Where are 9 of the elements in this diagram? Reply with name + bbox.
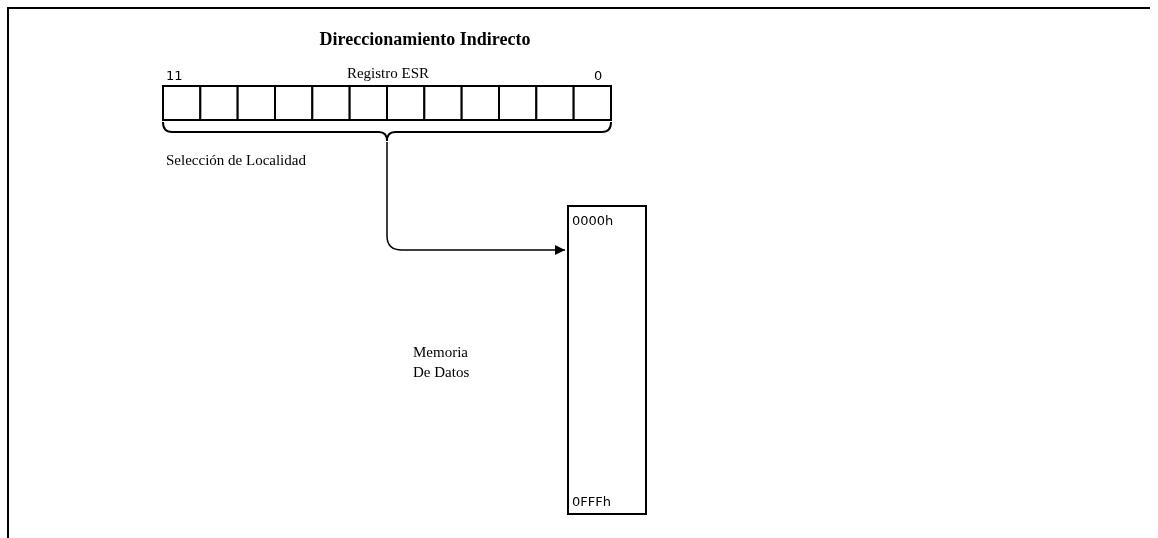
memory-address: 0FFFh bbox=[572, 494, 611, 509]
brace-label: Selección de Localidad bbox=[166, 151, 306, 170]
diagram-title: Direccionamiento Indirecto bbox=[318, 28, 532, 50]
memory-address: 0000h bbox=[572, 213, 614, 228]
bit-number: 11 bbox=[166, 67, 183, 85]
bit-number: 0 bbox=[594, 67, 603, 85]
arrow bbox=[386, 141, 566, 256]
memory-caption: Memoria De Datos bbox=[413, 343, 471, 382]
memory-block bbox=[567, 205, 647, 515]
